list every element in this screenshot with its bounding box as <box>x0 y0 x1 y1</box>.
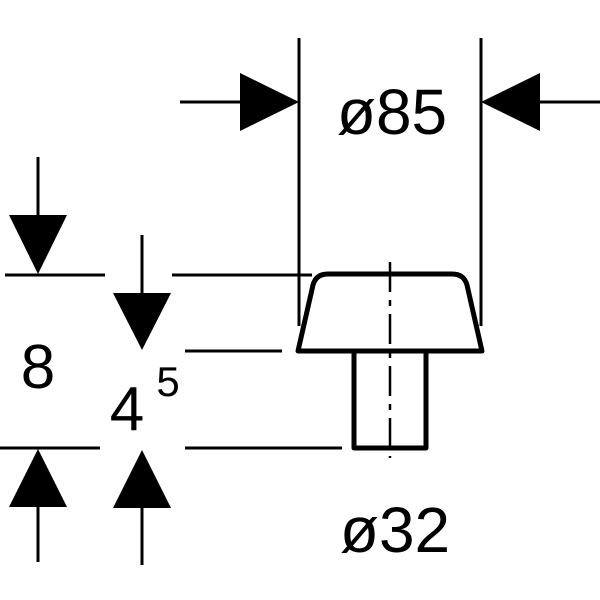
label-cap-height-superscript: 5 <box>156 358 179 405</box>
cap-shape <box>295 271 485 354</box>
arrow-left-icon <box>481 73 540 131</box>
arrow-up-icon <box>113 450 171 508</box>
label-top-diameter: ø85 <box>337 76 447 148</box>
arrow-right-icon <box>240 73 299 131</box>
arrow-up-icon <box>9 449 67 507</box>
arrowheads <box>9 73 540 508</box>
arrow-down-icon <box>9 215 67 274</box>
arrow-down-icon <box>113 293 171 350</box>
label-total-height: 8 <box>21 333 55 402</box>
label-cap-height: 4 <box>110 375 144 444</box>
label-bottom-diameter: ø32 <box>340 494 450 566</box>
